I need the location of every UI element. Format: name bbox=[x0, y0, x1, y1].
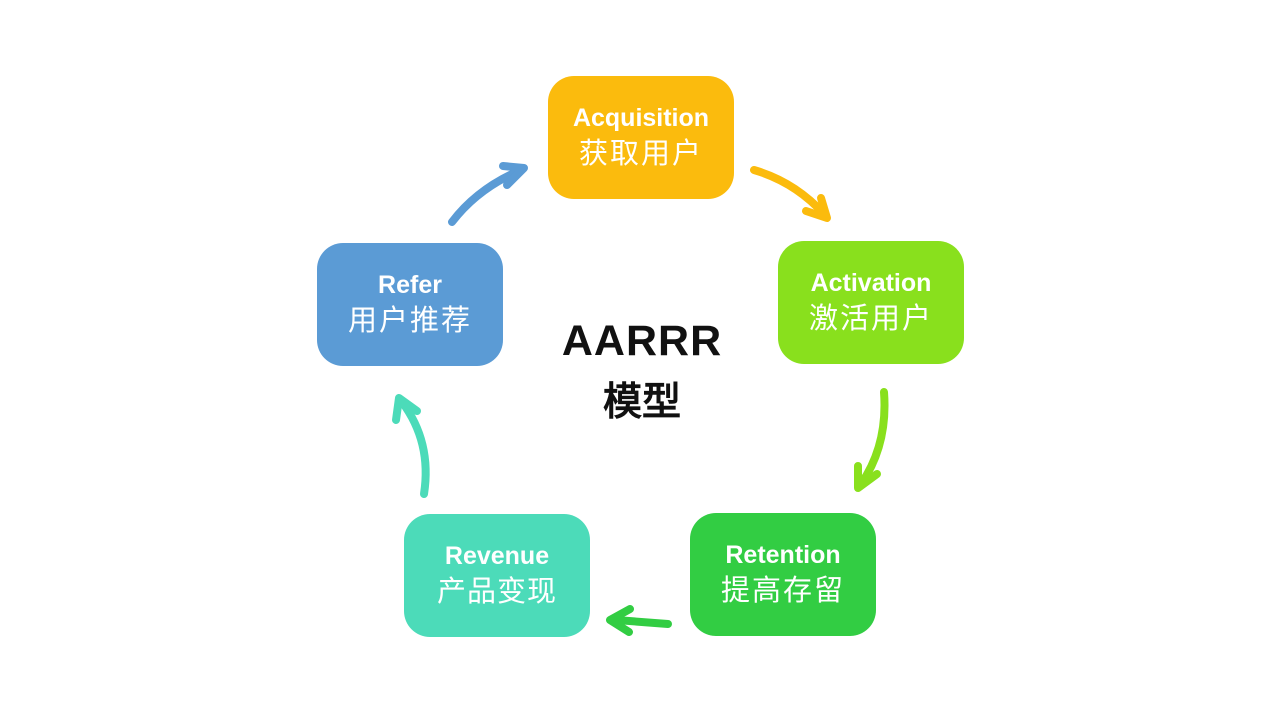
diagram-title: AARRR 模型 bbox=[561, 317, 723, 424]
diagram-title-line-2: 模型 bbox=[602, 381, 681, 424]
node-retention: Retention 提高存留 bbox=[690, 513, 876, 636]
node-retention-label-en: Retention bbox=[725, 541, 841, 569]
arrow-activation-to-retention bbox=[854, 388, 889, 492]
node-activation: Activation 激活用户 bbox=[778, 241, 964, 364]
arrow-acquisition-to-activation bbox=[750, 166, 831, 222]
arrow-retention-to-revenue bbox=[606, 605, 672, 636]
node-revenue-label-zh: 产品变现 bbox=[436, 576, 557, 608]
node-acquisition-label-en: Acquisition bbox=[572, 104, 710, 132]
node-acquisition-label-zh: 获取用户 bbox=[578, 138, 703, 170]
node-refer-label-en: Refer bbox=[378, 271, 442, 299]
node-activation-label-en: Activation bbox=[810, 269, 932, 297]
node-acquisition: Acquisition 获取用户 bbox=[548, 76, 734, 199]
node-refer-label-zh: 用户推荐 bbox=[347, 305, 472, 337]
node-revenue-label-en: Revenue bbox=[444, 542, 550, 570]
node-refer: Refer 用户推荐 bbox=[317, 243, 503, 366]
node-revenue: Revenue 产品变现 bbox=[404, 514, 590, 637]
node-retention-label-zh: 提高存留 bbox=[720, 575, 845, 607]
diagram-title-line-1: AARRR bbox=[561, 317, 723, 365]
node-activation-label-zh: 激活用户 bbox=[808, 303, 933, 335]
arrow-revenue-to-refer bbox=[392, 394, 430, 498]
arrow-refer-to-acquisition bbox=[448, 162, 528, 226]
